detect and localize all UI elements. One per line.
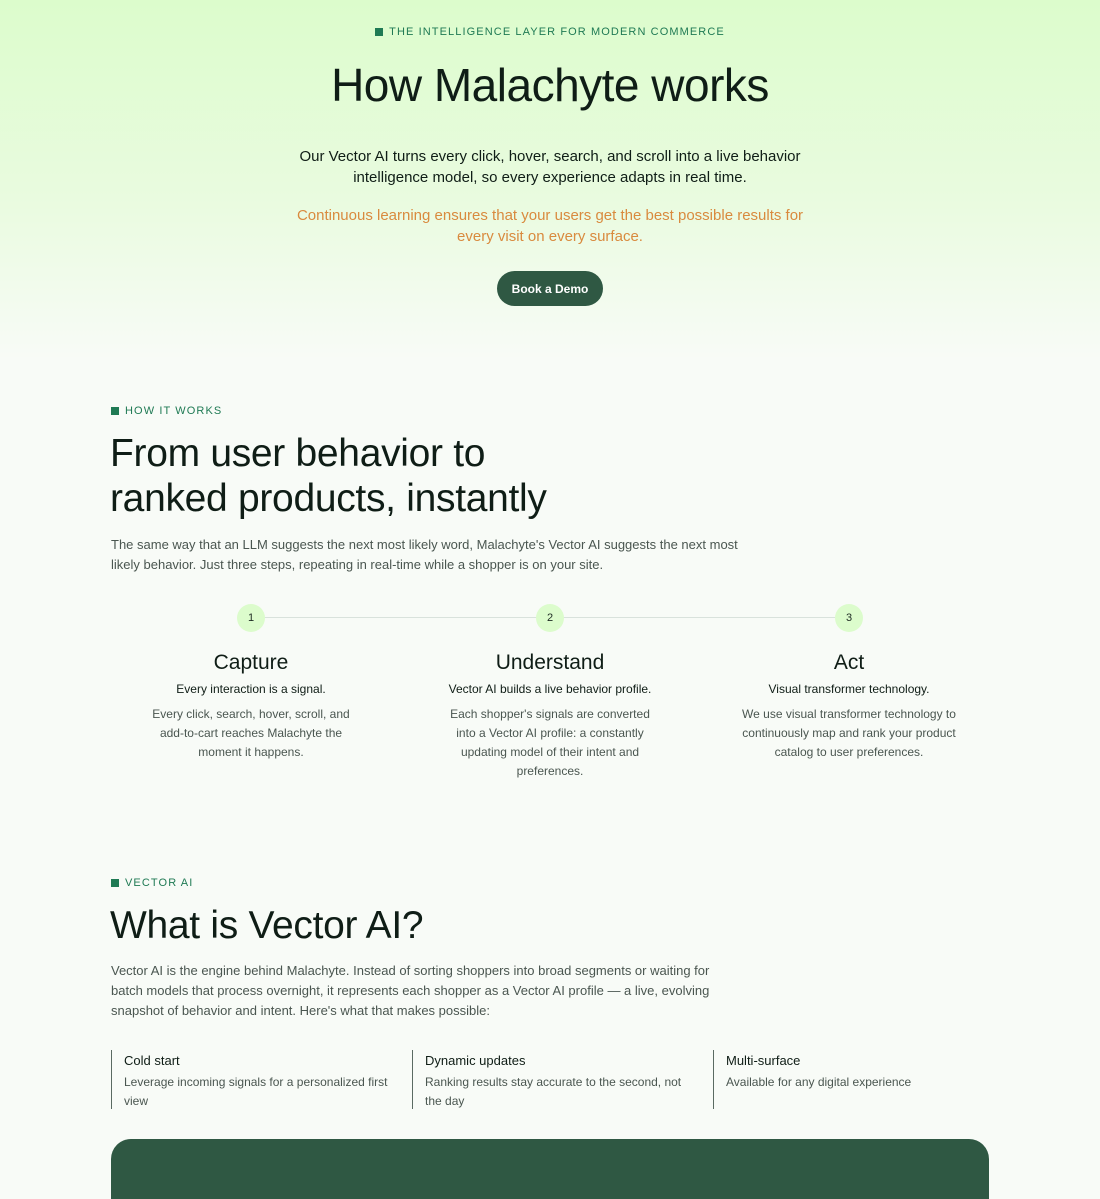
- hero-lead: Our Vector AI turns every click, hover, …: [299, 148, 801, 186]
- step-description: We use visual transformer technology to …: [742, 707, 956, 759]
- step-understand: Understand Vector AI builds a live behav…: [435, 650, 665, 781]
- how-it-works-eyebrow: HOW IT WORKS: [111, 405, 222, 417]
- how-it-works-eyebrow-text: HOW IT WORKS: [125, 405, 223, 417]
- step-description: Each shopper's signals are converted int…: [450, 707, 650, 778]
- vector-ai-eyebrow: VECTOR AI: [111, 877, 193, 889]
- dark-cta-panel: [111, 1139, 989, 1199]
- square-bullet-icon: [375, 28, 384, 36]
- step-subtitle: Visual transformer technology.: [768, 682, 930, 696]
- feature-cold-start: Cold start Leverage incoming signals for…: [111, 1050, 394, 1109]
- square-bullet-icon: [111, 879, 119, 887]
- step-description: Every click, search, hover, scroll, and …: [152, 707, 350, 759]
- hero-eyebrow-text: THE INTELLIGENCE LAYER FOR MODERN COMMER…: [389, 26, 725, 38]
- step-number-badge: 1: [237, 604, 265, 632]
- hero-accent-text: Continuous learning ensures that your us…: [296, 207, 804, 245]
- step-number-badge: 3: [835, 604, 863, 632]
- book-demo-button[interactable]: Book a Demo: [497, 271, 603, 306]
- feature-title: Dynamic updates: [425, 1053, 526, 1068]
- feature-multi-surface: Multi-surface Available for any digital …: [713, 1050, 996, 1109]
- step-title: Act: [833, 651, 865, 674]
- hero-eyebrow: THE INTELLIGENCE LAYER FOR MODERN COMMER…: [0, 26, 1100, 38]
- step-act: Act Visual transformer technology. We us…: [734, 650, 964, 762]
- step-subtitle: Vector AI builds a live behavior profile…: [448, 682, 652, 696]
- page-title: How Malachyte works: [331, 59, 769, 111]
- vector-ai-description: Vector AI is the engine behind Malachyte…: [111, 963, 710, 1018]
- how-it-works-heading-line1: From user behavior to: [110, 432, 486, 475]
- step-title: Capture: [213, 651, 289, 674]
- feature-title: Multi-surface: [726, 1053, 801, 1068]
- square-bullet-icon: [111, 407, 119, 415]
- step-title: Understand: [495, 651, 605, 674]
- how-it-works-heading-line2: ranked products, instantly: [110, 477, 547, 520]
- how-it-works-heading: From user behavior to ranked products, i…: [110, 431, 547, 521]
- hero-section: THE INTELLIGENCE LAYER FOR MODERN COMMER…: [0, 0, 1100, 360]
- feature-description: Ranking results stay accurate to the sec…: [425, 1075, 682, 1108]
- feature-description: Leverage incoming signals for a personal…: [124, 1075, 388, 1108]
- feature-title: Cold start: [124, 1053, 180, 1068]
- vector-ai-heading: What is Vector AI?: [110, 904, 424, 947]
- feature-description: Available for any digital experience: [726, 1075, 912, 1089]
- feature-dynamic-updates: Dynamic updates Ranking results stay acc…: [412, 1050, 695, 1109]
- how-it-works-description: The same way that an LLM suggests the ne…: [111, 537, 738, 572]
- step-capture: Capture Every interaction is a signal. E…: [136, 650, 366, 762]
- vector-ai-eyebrow-text: VECTOR AI: [125, 877, 194, 889]
- step-number-badge: 2: [536, 604, 564, 632]
- step-subtitle: Every interaction is a signal.: [176, 682, 326, 696]
